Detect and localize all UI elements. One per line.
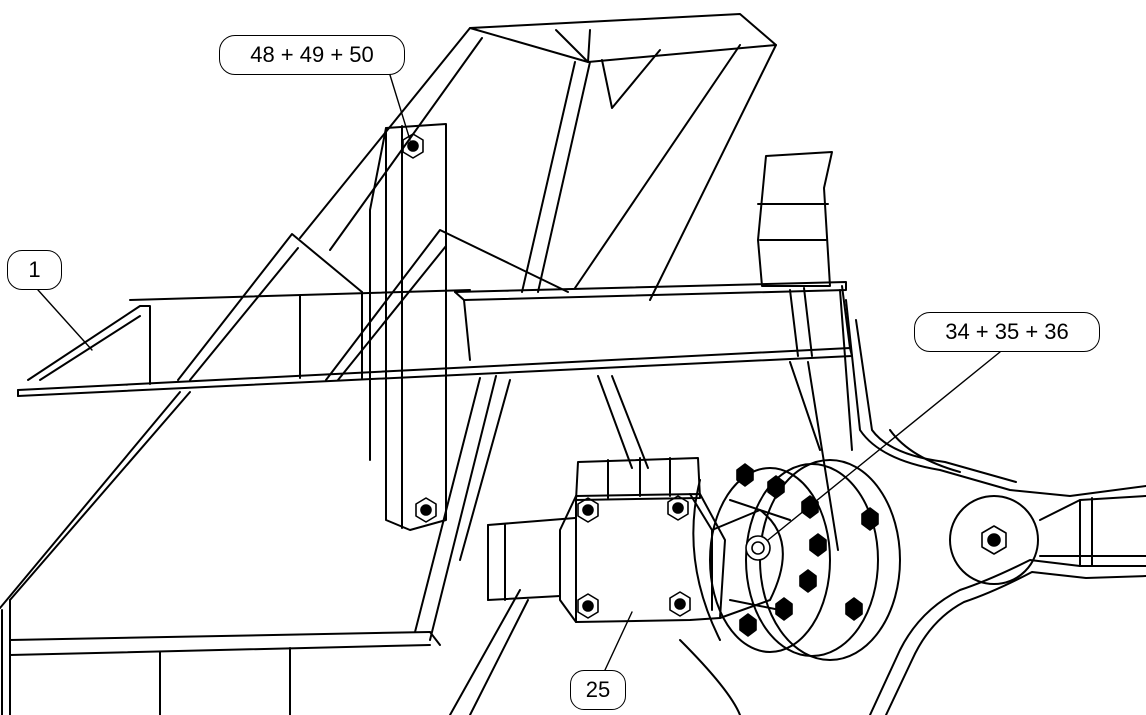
bolt-motor-br xyxy=(669,591,691,617)
bolt-48 xyxy=(402,133,424,159)
gusset-plates xyxy=(27,229,569,385)
bolt-motor-tr xyxy=(667,495,689,521)
bolt-motor-tl xyxy=(577,497,599,523)
callout-34-35-36: 34 + 35 + 36 xyxy=(914,312,1100,352)
upper-channel xyxy=(299,13,777,301)
hanger-straps xyxy=(597,289,853,551)
leader-lines xyxy=(37,74,1001,671)
rear-fin xyxy=(757,151,833,287)
leader-48 xyxy=(389,74,411,141)
lower-side-panel xyxy=(0,375,511,715)
callout-48-49-50: 48 + 49 + 50 xyxy=(219,35,405,75)
hydraulic-motor xyxy=(559,457,791,623)
leader-1 xyxy=(37,289,93,351)
bolt-motor-bl xyxy=(577,593,599,619)
vertical-mount-plate xyxy=(369,123,447,531)
shaft-fitting xyxy=(745,535,771,561)
callout-25: 25 xyxy=(570,670,626,710)
rotor-arms xyxy=(845,299,1146,715)
bolts xyxy=(402,133,1007,637)
leader-25 xyxy=(604,611,633,671)
bolt-lower-plate xyxy=(415,497,437,523)
bolt-arm xyxy=(981,525,1007,555)
callout-1: 1 xyxy=(7,250,62,290)
shaft xyxy=(449,517,741,715)
flange-nuts xyxy=(736,463,879,637)
leader-34 xyxy=(767,351,1001,541)
